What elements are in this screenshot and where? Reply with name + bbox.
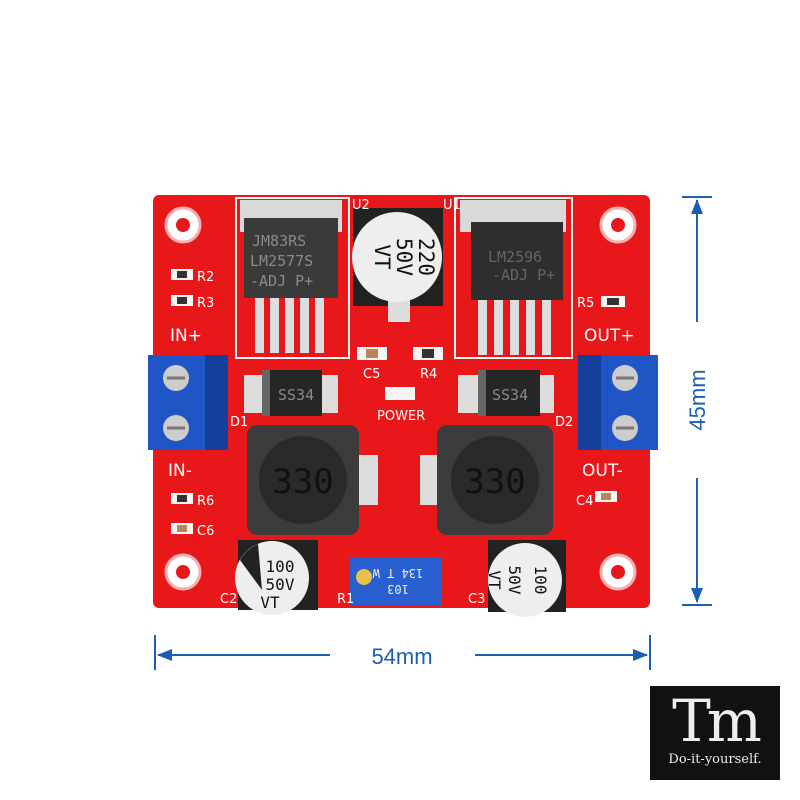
- chip-marking: -ADJ P+: [250, 272, 313, 290]
- label-u1: U1: [443, 198, 461, 213]
- height-label: 45mm: [685, 369, 710, 430]
- label-r4: R4: [420, 367, 437, 382]
- cap-voltage: 50V: [266, 575, 295, 594]
- inductor-marking: 330: [464, 462, 525, 502]
- potentiometer[interactable]: 103 134 T W: [350, 557, 442, 605]
- capacitor-220uf: 220 50V VT: [352, 208, 443, 322]
- label-r6: R6: [197, 494, 214, 509]
- label-c5: C5: [363, 367, 380, 382]
- regulator-chip-right: LM2596 -ADJ P+: [460, 200, 566, 355]
- label-d2: D2: [555, 415, 573, 430]
- cap-value: 100: [266, 557, 295, 576]
- label-c3: C3: [468, 592, 485, 607]
- logo-tagline: Do-it-yourself.: [668, 752, 762, 767]
- logo-mark: Tm: [672, 687, 762, 755]
- regulator-chip-left: JM83RS LM2577S -ADJ P+: [240, 200, 342, 353]
- label-c4: C4: [576, 494, 593, 509]
- diode-marking: SS34: [278, 386, 314, 404]
- capacitor-right: 100 50V VT: [485, 540, 566, 617]
- label-r1: R1: [337, 592, 354, 607]
- diode-right: SS34: [458, 370, 554, 416]
- terminal-block-output[interactable]: [578, 355, 658, 450]
- diode-marking: SS34: [492, 386, 528, 404]
- cap-value: 100: [531, 566, 550, 595]
- inductor-right: 330: [420, 425, 553, 535]
- width-label: 54mm: [371, 644, 432, 669]
- label-out-minus: OUT-: [582, 461, 623, 481]
- label-in-minus: IN-: [168, 461, 192, 481]
- label-d1: D1: [230, 415, 248, 430]
- diode-left: SS34: [244, 370, 338, 416]
- label-c6: C6: [197, 524, 214, 539]
- chip-marking: LM2577S: [250, 252, 313, 270]
- label-out-plus: OUT+: [584, 326, 634, 346]
- cap-series: VT: [370, 244, 394, 270]
- cap-voltage: 50V: [392, 238, 416, 276]
- pot-marking: 134 T W: [372, 566, 423, 580]
- label-r3: R3: [197, 296, 214, 311]
- width-dimension: [154, 635, 651, 670]
- cap-voltage: 50V: [505, 566, 524, 595]
- chip-marking: LM2596: [488, 248, 542, 266]
- capacitor-left: 100 50V VT: [235, 540, 318, 615]
- inductor-left: 330: [247, 425, 378, 535]
- cap-series: VT: [485, 570, 504, 590]
- brand-logo: Tm Do-it-yourself.: [650, 686, 780, 780]
- label-c2: C2: [220, 592, 237, 607]
- label-power: POWER: [377, 409, 425, 424]
- chip-marking: JM83RS: [252, 232, 306, 250]
- mounting-holes: [164, 206, 637, 591]
- terminal-block-input[interactable]: [148, 355, 228, 450]
- cap-series: VT: [260, 593, 280, 612]
- label-r2: R2: [197, 270, 214, 285]
- height-dimension: [682, 196, 712, 606]
- label-r5: R5: [577, 296, 594, 311]
- cap-value: 220: [414, 238, 438, 276]
- label-u2: U2: [352, 198, 370, 213]
- label-in-plus: IN+: [170, 326, 202, 346]
- pot-value: 103: [387, 582, 409, 596]
- chip-marking: -ADJ P+: [492, 266, 555, 284]
- inductor-marking: 330: [272, 462, 333, 502]
